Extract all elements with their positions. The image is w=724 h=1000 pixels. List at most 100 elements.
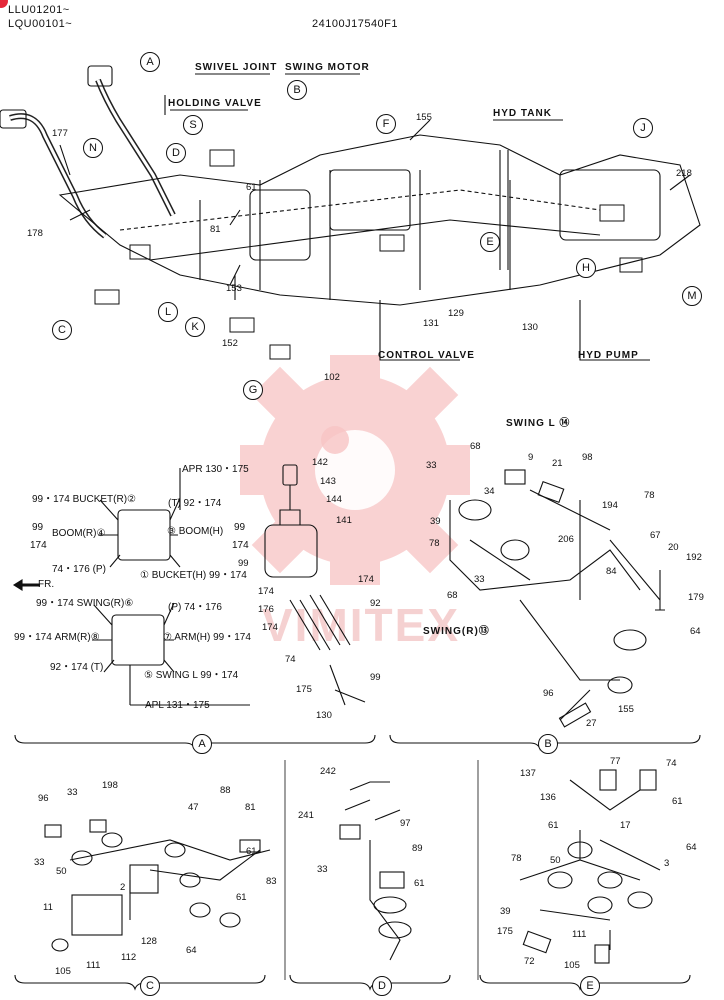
- part-98: 98: [582, 452, 593, 463]
- port-boom-h-num-a: 99: [234, 522, 246, 533]
- part-72: 72: [524, 956, 535, 967]
- part-89: 89: [412, 843, 423, 854]
- part-136: 136: [540, 792, 556, 803]
- port-t-bot: 92・174 (T): [50, 662, 104, 673]
- part-20: 20: [668, 542, 679, 553]
- part-174-b: 174: [358, 574, 374, 585]
- part-130: 130: [522, 322, 538, 333]
- view-marker-h: H: [576, 258, 596, 278]
- part-61-e2: 61: [548, 820, 559, 831]
- part-142: 142: [312, 457, 328, 468]
- part-97: 97: [400, 818, 411, 829]
- part-64-c: 64: [186, 945, 197, 956]
- view-marker-e: E: [480, 232, 500, 252]
- port-arm-h: ⑦ ARM(H) 99・174: [163, 632, 251, 643]
- part-33-b: 33: [474, 574, 485, 585]
- part-143: 143: [320, 476, 336, 487]
- part-112: 112: [121, 952, 137, 963]
- part-64: 64: [690, 626, 701, 637]
- part-242: 242: [320, 766, 336, 777]
- caption-hyd-pump: HYD PUMP: [578, 350, 639, 361]
- view-marker-n: N: [83, 138, 103, 158]
- label-swing-l: SWING L ⑭: [506, 418, 571, 429]
- part-174-a: 174: [258, 586, 274, 597]
- part-141: 141: [336, 515, 352, 526]
- view-marker-l: L: [158, 302, 178, 322]
- part-152: 152: [222, 338, 238, 349]
- section-label-a: A: [192, 734, 212, 754]
- part-33-c1: 33: [67, 787, 78, 798]
- part-176: 176: [258, 604, 274, 615]
- part-174-c: 174: [262, 622, 278, 633]
- part-78-b: 78: [644, 490, 655, 501]
- part-175-e: 175: [497, 926, 513, 937]
- fr-label: FR.: [38, 579, 55, 590]
- part-50: 50: [56, 866, 67, 877]
- part-21: 21: [552, 458, 563, 469]
- part-111-c: 111: [86, 960, 101, 971]
- port-swing-l: ⑤ SWING L 99・174: [144, 670, 239, 681]
- part-61: 61: [246, 182, 257, 193]
- part-33-d: 33: [317, 864, 328, 875]
- port-boom-r-num-b: 174: [30, 540, 47, 551]
- part-131: 131: [423, 318, 439, 329]
- part-144: 144: [326, 494, 342, 505]
- caption-swivel-joint: SWIVEL JOINT: [195, 62, 278, 73]
- part-74: 74: [285, 654, 296, 665]
- part-111-e: 111: [572, 929, 587, 940]
- apr-label: APR 130・175: [182, 464, 249, 475]
- part-27: 27: [586, 718, 597, 729]
- part-33-c2: 33: [34, 857, 45, 868]
- part-105-e: 105: [564, 960, 580, 971]
- part-129: 129: [448, 308, 464, 319]
- drawing-number: 24100J17540F1: [312, 18, 399, 30]
- part-155: 155: [416, 112, 432, 123]
- part-74-e: 74: [666, 758, 677, 769]
- part-241: 241: [298, 810, 314, 821]
- caption-control-valve: CONTROL VALVE: [378, 350, 475, 361]
- part-78-a: 78: [429, 538, 440, 549]
- port-t-top: (T) 92・174: [168, 498, 222, 509]
- part-77: 77: [610, 756, 621, 767]
- view-marker-f: F: [376, 114, 396, 134]
- part-96: 96: [543, 688, 554, 699]
- part-67: 67: [650, 530, 661, 541]
- port-boom-r-num-a: 99: [32, 522, 44, 533]
- section-label-c: C: [140, 976, 160, 996]
- part-99-b: 99: [370, 672, 381, 683]
- part-178: 178: [27, 228, 43, 239]
- part-84: 84: [606, 566, 617, 577]
- part-78-e: 78: [511, 853, 522, 864]
- part-9: 9: [528, 452, 534, 463]
- part-61-c1: 61: [246, 846, 257, 857]
- part-33-a: 33: [426, 460, 437, 471]
- view-marker-s: S: [183, 115, 203, 135]
- view-marker-c: C: [52, 320, 72, 340]
- label-swing-r: SWING(R)⑬: [423, 626, 490, 637]
- part-128: 128: [141, 936, 157, 947]
- part-61-c2: 61: [236, 892, 247, 903]
- part-105-c: 105: [55, 966, 71, 977]
- part-102: 102: [324, 372, 340, 383]
- apl-label: APL 131・175: [145, 700, 210, 711]
- part-64-e: 64: [686, 842, 697, 853]
- view-marker-g: G: [243, 380, 263, 400]
- port-arm-r: 99・174 ARM(R)⑧: [14, 632, 100, 643]
- view-marker-d: D: [166, 143, 186, 163]
- part-153: 153: [226, 283, 242, 294]
- part-194: 194: [602, 500, 618, 511]
- caption-holding-valve: HOLDING VALVE: [168, 98, 262, 109]
- section-label-d: D: [372, 976, 392, 996]
- part-47: 47: [188, 802, 199, 813]
- serial-range-1: LLU01201~: [8, 4, 70, 16]
- part-11: 11: [43, 902, 53, 913]
- part-179: 179: [688, 592, 704, 603]
- part-99-a: 99: [238, 558, 249, 569]
- part-61-e1: 61: [672, 796, 683, 807]
- part-130-a: 130: [316, 710, 332, 721]
- part-177: 177: [52, 128, 68, 139]
- part-155-b: 155: [618, 704, 634, 715]
- view-marker-m: M: [682, 286, 702, 306]
